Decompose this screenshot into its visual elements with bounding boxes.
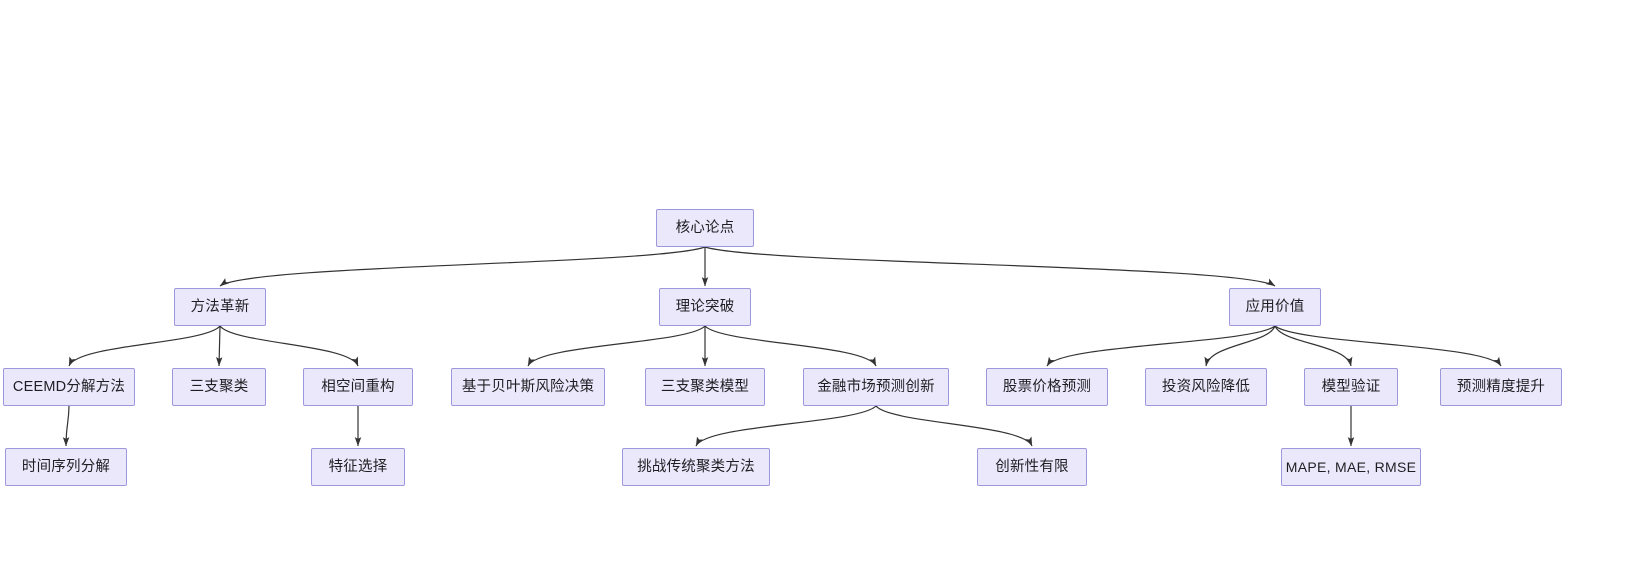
flowchart-edge-l2a-to-l3c (219, 325, 359, 367)
flowchart-edge-l3f-to-l4c (695, 405, 877, 447)
flowchart-node-l3f[interactable]: 金融市场预测创新 (803, 368, 949, 406)
node-label: 基于贝叶斯风险决策 (461, 378, 595, 395)
node-label: 模型验证 (1321, 378, 1381, 395)
node-label: 预测精度提升 (1456, 378, 1546, 395)
flowchart-edge-root-to-l2a (219, 246, 706, 287)
node-label: 相空间重构 (321, 378, 395, 395)
flowchart-node-l3i[interactable]: 模型验证 (1304, 368, 1398, 406)
flowchart-edge-root-to-l2c (704, 246, 1276, 287)
flowchart-node-l4c[interactable]: 挑战传统聚类方法 (622, 448, 770, 486)
flowchart-node-l4b[interactable]: 特征选择 (311, 448, 405, 486)
node-label: 股票价格预测 (1002, 378, 1092, 395)
node-label: 时间序列分解 (21, 458, 111, 475)
flowchart-edge-l2c-to-l3j (1274, 325, 1502, 367)
flowchart-node-l3a[interactable]: CEEMD分解方法 (3, 368, 135, 406)
node-label: 方法革新 (190, 298, 250, 315)
node-label: 金融市场预测创新 (817, 378, 935, 395)
flowchart-edge-l3f-to-l4d (875, 405, 1033, 447)
node-label: 三支聚类 (189, 378, 249, 395)
flowchart-node-l2c[interactable]: 应用价值 (1229, 288, 1321, 326)
flowchart-edge-l2c-to-l3h (1204, 325, 1276, 367)
flowchart-node-l3j[interactable]: 预测精度提升 (1440, 368, 1562, 406)
flowchart-node-l2a[interactable]: 方法革新 (174, 288, 266, 326)
node-label: CEEMD分解方法 (12, 378, 126, 395)
flowchart-node-l4a[interactable]: 时间序列分解 (5, 448, 127, 486)
flowchart-node-l3e[interactable]: 三支聚类模型 (645, 368, 765, 406)
flowchart-node-l3c[interactable]: 相空间重构 (303, 368, 413, 406)
flowchart-edge-l2a-to-l3a (68, 325, 221, 367)
flowchart-node-l3d[interactable]: 基于贝叶斯风险决策 (451, 368, 605, 406)
node-label: 创新性有限 (995, 458, 1069, 475)
node-label: 理论突破 (675, 298, 735, 315)
flowchart-node-l2b[interactable]: 理论突破 (659, 288, 751, 326)
node-label: 投资风险降低 (1161, 378, 1251, 395)
flowchart-node-l3b[interactable]: 三支聚类 (172, 368, 266, 406)
node-label: MAPE, MAE, RMSE (1285, 459, 1417, 475)
flowchart-edge-l2b-to-l3d (527, 325, 706, 367)
flowchart-edge-l2b-to-l3f (704, 325, 877, 367)
flowchart-node-root[interactable]: 核心论点 (656, 209, 754, 247)
node-label: 核心论点 (675, 219, 735, 236)
flowchart-edge-l2c-to-l3g (1046, 325, 1276, 367)
flowchart-edge-l2c-to-l3i (1274, 325, 1353, 367)
flowchart-node-l3h[interactable]: 投资风险降低 (1145, 368, 1267, 406)
flowchart-node-l4d[interactable]: 创新性有限 (977, 448, 1087, 486)
flowchart-node-l3g[interactable]: 股票价格预测 (986, 368, 1108, 406)
flowchart-edge-l2a-to-l3b (215, 325, 223, 367)
node-label: 特征选择 (328, 458, 388, 475)
node-label: 三支聚类模型 (660, 378, 750, 395)
node-label: 挑战传统聚类方法 (637, 458, 755, 475)
flowchart-node-l4e[interactable]: MAPE, MAE, RMSE (1281, 448, 1421, 486)
node-label: 应用价值 (1245, 298, 1305, 315)
flowchart-edge-l3a-to-l4a (62, 405, 70, 447)
